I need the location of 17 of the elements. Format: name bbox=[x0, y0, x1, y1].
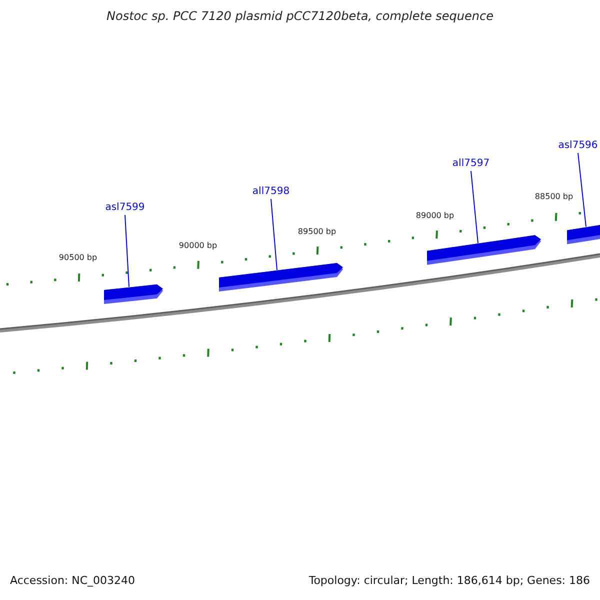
gene-label: all7597 bbox=[452, 158, 490, 170]
gene-label: asl7596 bbox=[558, 140, 598, 152]
footer-text: Topology: circular; Length: 186,614 bp; Genes: 186 bbox=[308, 574, 590, 587]
leader-line bbox=[270, 198, 278, 271]
leader-line bbox=[578, 152, 586, 228]
gene-label: asl7599 bbox=[105, 202, 145, 214]
position-label: 88500 bp bbox=[534, 192, 574, 202]
position-label: 89500 bp bbox=[298, 227, 336, 237]
title: Nostoc sp. PCC 7120 plasmid pCC7120beta, complete sequence bbox=[106, 9, 494, 23]
footer-text: Accession: NC_003240 bbox=[10, 574, 136, 587]
gene-arrow bbox=[104, 284, 163, 304]
gene-label: all7598 bbox=[252, 186, 290, 198]
gene-arrow bbox=[427, 235, 541, 265]
gene-arrow bbox=[219, 263, 343, 292]
leader-line bbox=[124, 214, 130, 288]
gene-arrow bbox=[567, 225, 600, 244]
leader-line bbox=[470, 170, 478, 244]
